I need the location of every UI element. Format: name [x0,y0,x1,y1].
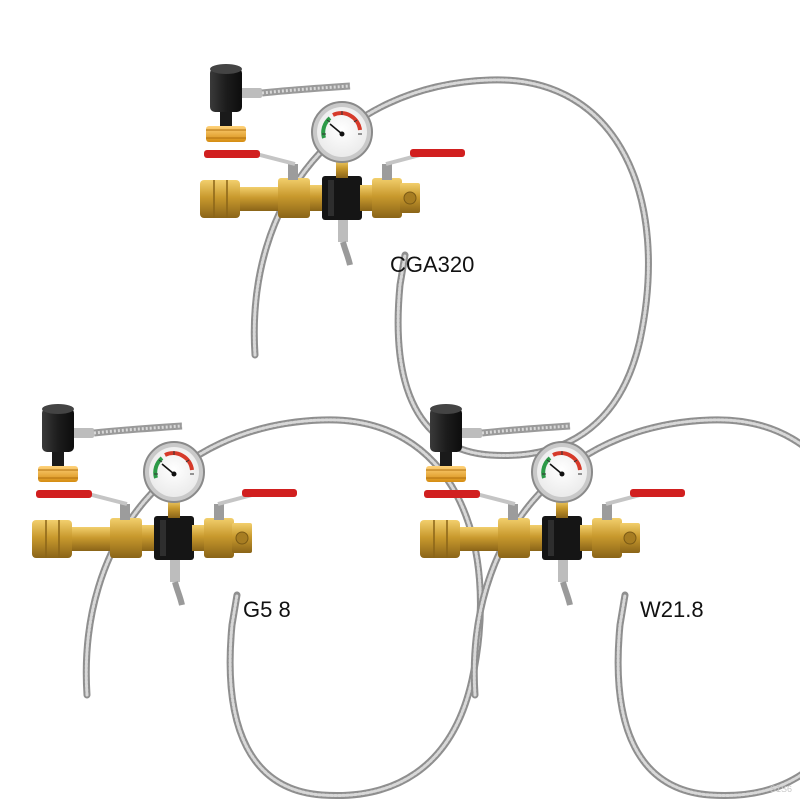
product-label-w21-8: W21.8 [640,597,704,622]
watermark: S1S6 [769,784,792,794]
product-label-cga320: CGA320 [390,252,475,277]
product-label-g5-8: G5 8 [243,597,291,622]
